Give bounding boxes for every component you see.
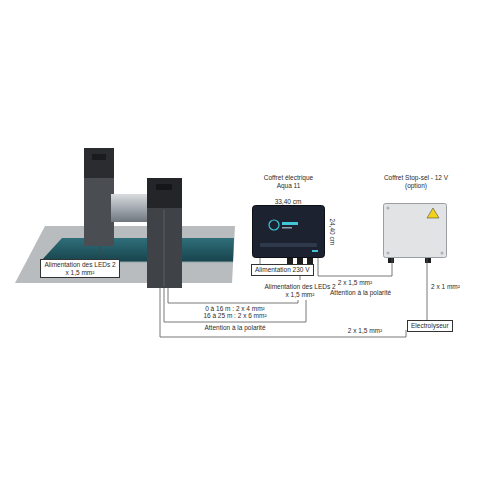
label-text: Electrolyseur bbox=[411, 322, 449, 330]
control-cabinet: Coffret Stop-sel - 12 V (option) bbox=[376, 174, 456, 258]
cable-note: 16 à 25 m : 2 x 6 mm² bbox=[190, 312, 280, 320]
cable-note: 33,40 cm bbox=[268, 198, 308, 206]
roller-tube bbox=[111, 194, 151, 222]
cable-connector bbox=[318, 258, 392, 276]
cabinet-box bbox=[252, 205, 325, 258]
cable-lines bbox=[160, 264, 406, 337]
cable-note: Attention à la polarité bbox=[190, 324, 280, 332]
cabinet-title: Coffret électrique Aqua 11 bbox=[258, 174, 320, 189]
cabinet-title: Coffret Stop-sel - 12 V (option) bbox=[377, 174, 455, 189]
leader-line bbox=[100, 246, 101, 257]
cabinet-box bbox=[383, 203, 447, 258]
label-box: Alimentation 230 V bbox=[251, 264, 314, 276]
deck-plane bbox=[15, 226, 235, 283]
label-box: Alimentation des LEDs 2 x 1,5 mm² bbox=[40, 259, 120, 278]
cable-note: Alimentation des LEDs 2 x 1,5 mm² bbox=[263, 283, 337, 298]
label-text: Alimentation des LEDs 2 x 1,5 mm² bbox=[44, 261, 116, 276]
dimension-label: 24,40 cm bbox=[328, 212, 336, 252]
control-cabinet: Coffret électrique Aqua 11 bbox=[252, 174, 325, 258]
right-pillar bbox=[147, 178, 182, 288]
left-pillar bbox=[84, 148, 114, 246]
label-text: Alimentation 230 V bbox=[255, 266, 310, 274]
cable-connector bbox=[427, 258, 428, 320]
label-box: Electrolyseur bbox=[407, 320, 453, 332]
cable-note: 0 à 16 m : 2 x 4 mm² bbox=[190, 305, 280, 313]
cable-note: Attention à la polarité bbox=[330, 289, 390, 297]
cable-note: 2 x 1,5 mm² bbox=[340, 327, 390, 335]
cable-label: 2 x 1 mm² bbox=[431, 283, 471, 291]
option-housing bbox=[383, 203, 447, 258]
cable-label: 2 x 1,5 mm² bbox=[330, 279, 380, 287]
cabinet-housing bbox=[252, 205, 325, 258]
